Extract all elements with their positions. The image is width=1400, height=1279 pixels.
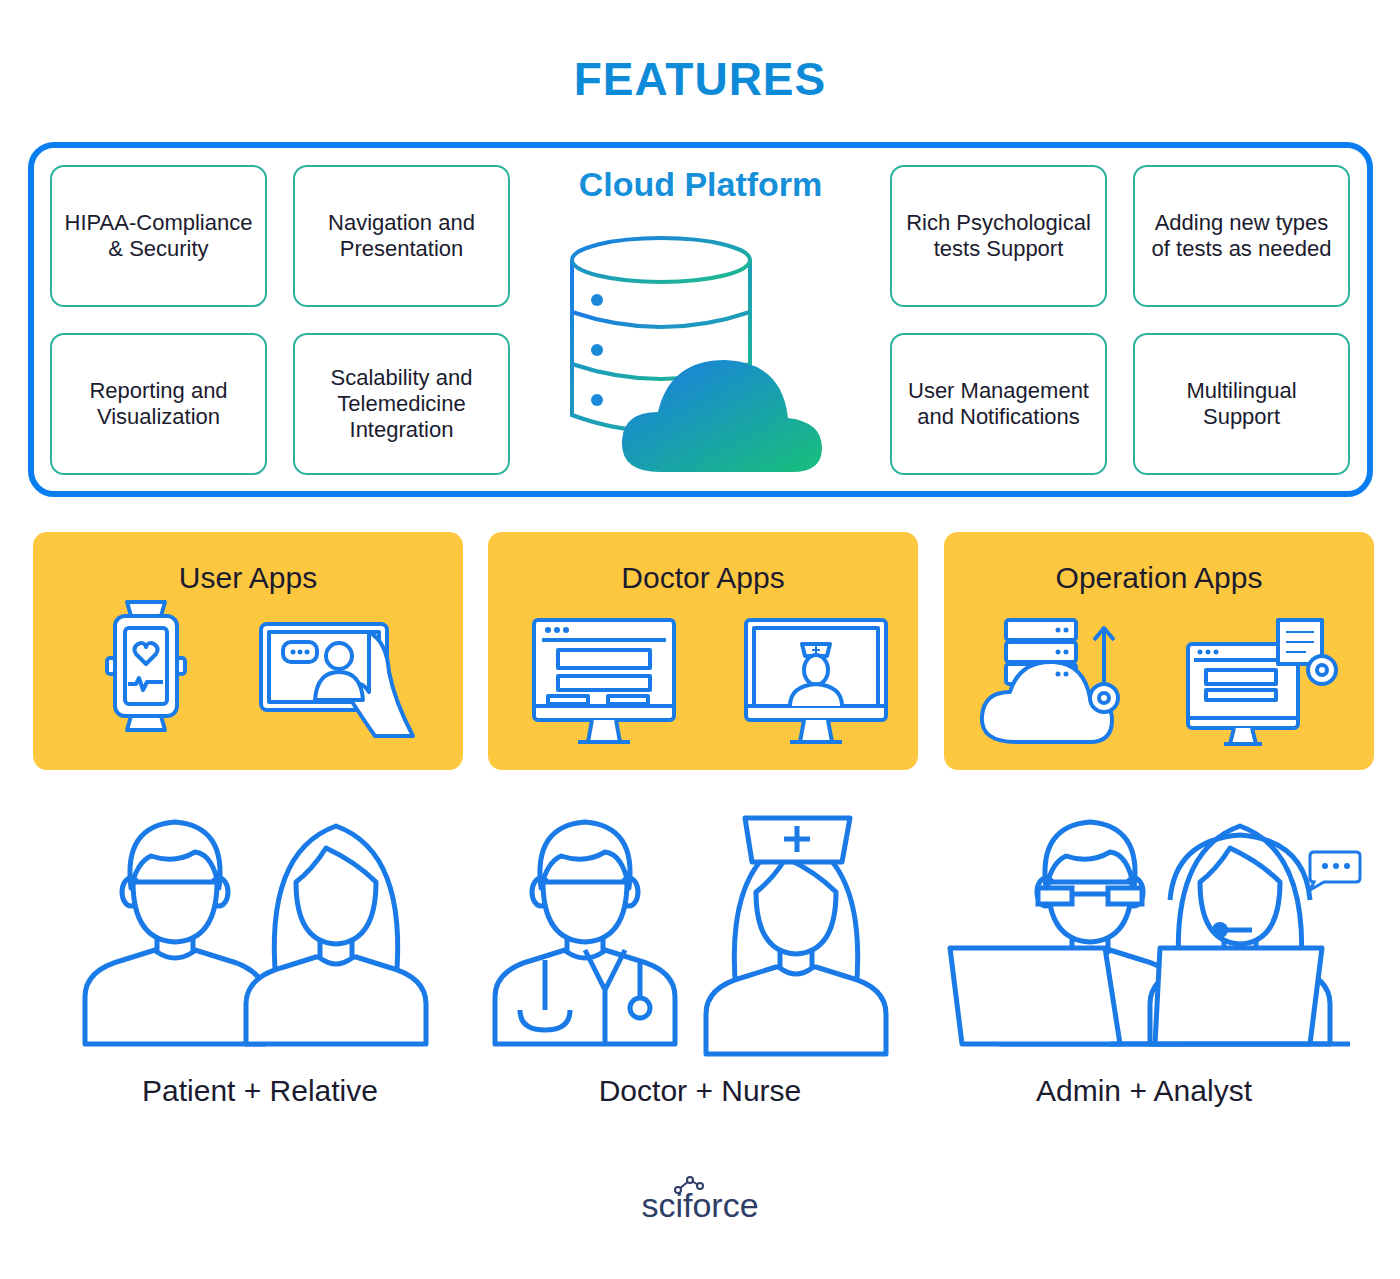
feature-label: User Management and Notifications bbox=[902, 378, 1095, 430]
app-group-title: Doctor Apps bbox=[488, 560, 918, 596]
diagram-title: FEATURES bbox=[0, 52, 1400, 106]
feature-box: Navigation and Presentation bbox=[293, 165, 510, 307]
feature-label: HIPAA-Compliance & Security bbox=[62, 210, 255, 262]
feature-box: Scalability and Telemedicine Integration bbox=[293, 333, 510, 475]
panel-heading: Cloud Platform bbox=[34, 164, 1367, 204]
app-group-box: Operation Apps bbox=[944, 532, 1374, 770]
feature-label: Scalability and Telemedicine Integration bbox=[305, 365, 498, 443]
database-cloud-icon bbox=[560, 230, 860, 480]
app-group-box: Doctor Apps bbox=[488, 532, 918, 770]
app-group-title: User Apps bbox=[33, 560, 463, 596]
feature-box: User Management and Notifications bbox=[890, 333, 1107, 475]
people-label: Doctor + Nurse bbox=[500, 1072, 900, 1110]
feature-box: HIPAA-Compliance & Security bbox=[50, 165, 267, 307]
people-label: Admin + Analyst bbox=[944, 1072, 1344, 1110]
feature-label: Navigation and Presentation bbox=[305, 210, 498, 262]
feature-label: Adding new types of tests as needed bbox=[1145, 210, 1338, 262]
feature-label: Reporting and Visualization bbox=[62, 378, 255, 430]
app-group-box: User Apps bbox=[33, 532, 463, 770]
cloud-platform-panel: Cloud PlatformHIPAA-Compliance & Securit… bbox=[28, 142, 1373, 497]
brand-logo: sciforce bbox=[500, 1184, 900, 1226]
feature-box: Adding new types of tests as needed bbox=[1133, 165, 1350, 307]
feature-label: Rich Psychological tests Support bbox=[902, 210, 1095, 262]
app-group-title: Operation Apps bbox=[944, 560, 1374, 596]
feature-box: Rich Psychological tests Support bbox=[890, 165, 1107, 307]
feature-box: Reporting and Visualization bbox=[50, 333, 267, 475]
feature-box: Multilingual Support bbox=[1133, 333, 1350, 475]
feature-label: Multilingual Support bbox=[1145, 378, 1338, 430]
people-label: Patient + Relative bbox=[60, 1072, 460, 1110]
